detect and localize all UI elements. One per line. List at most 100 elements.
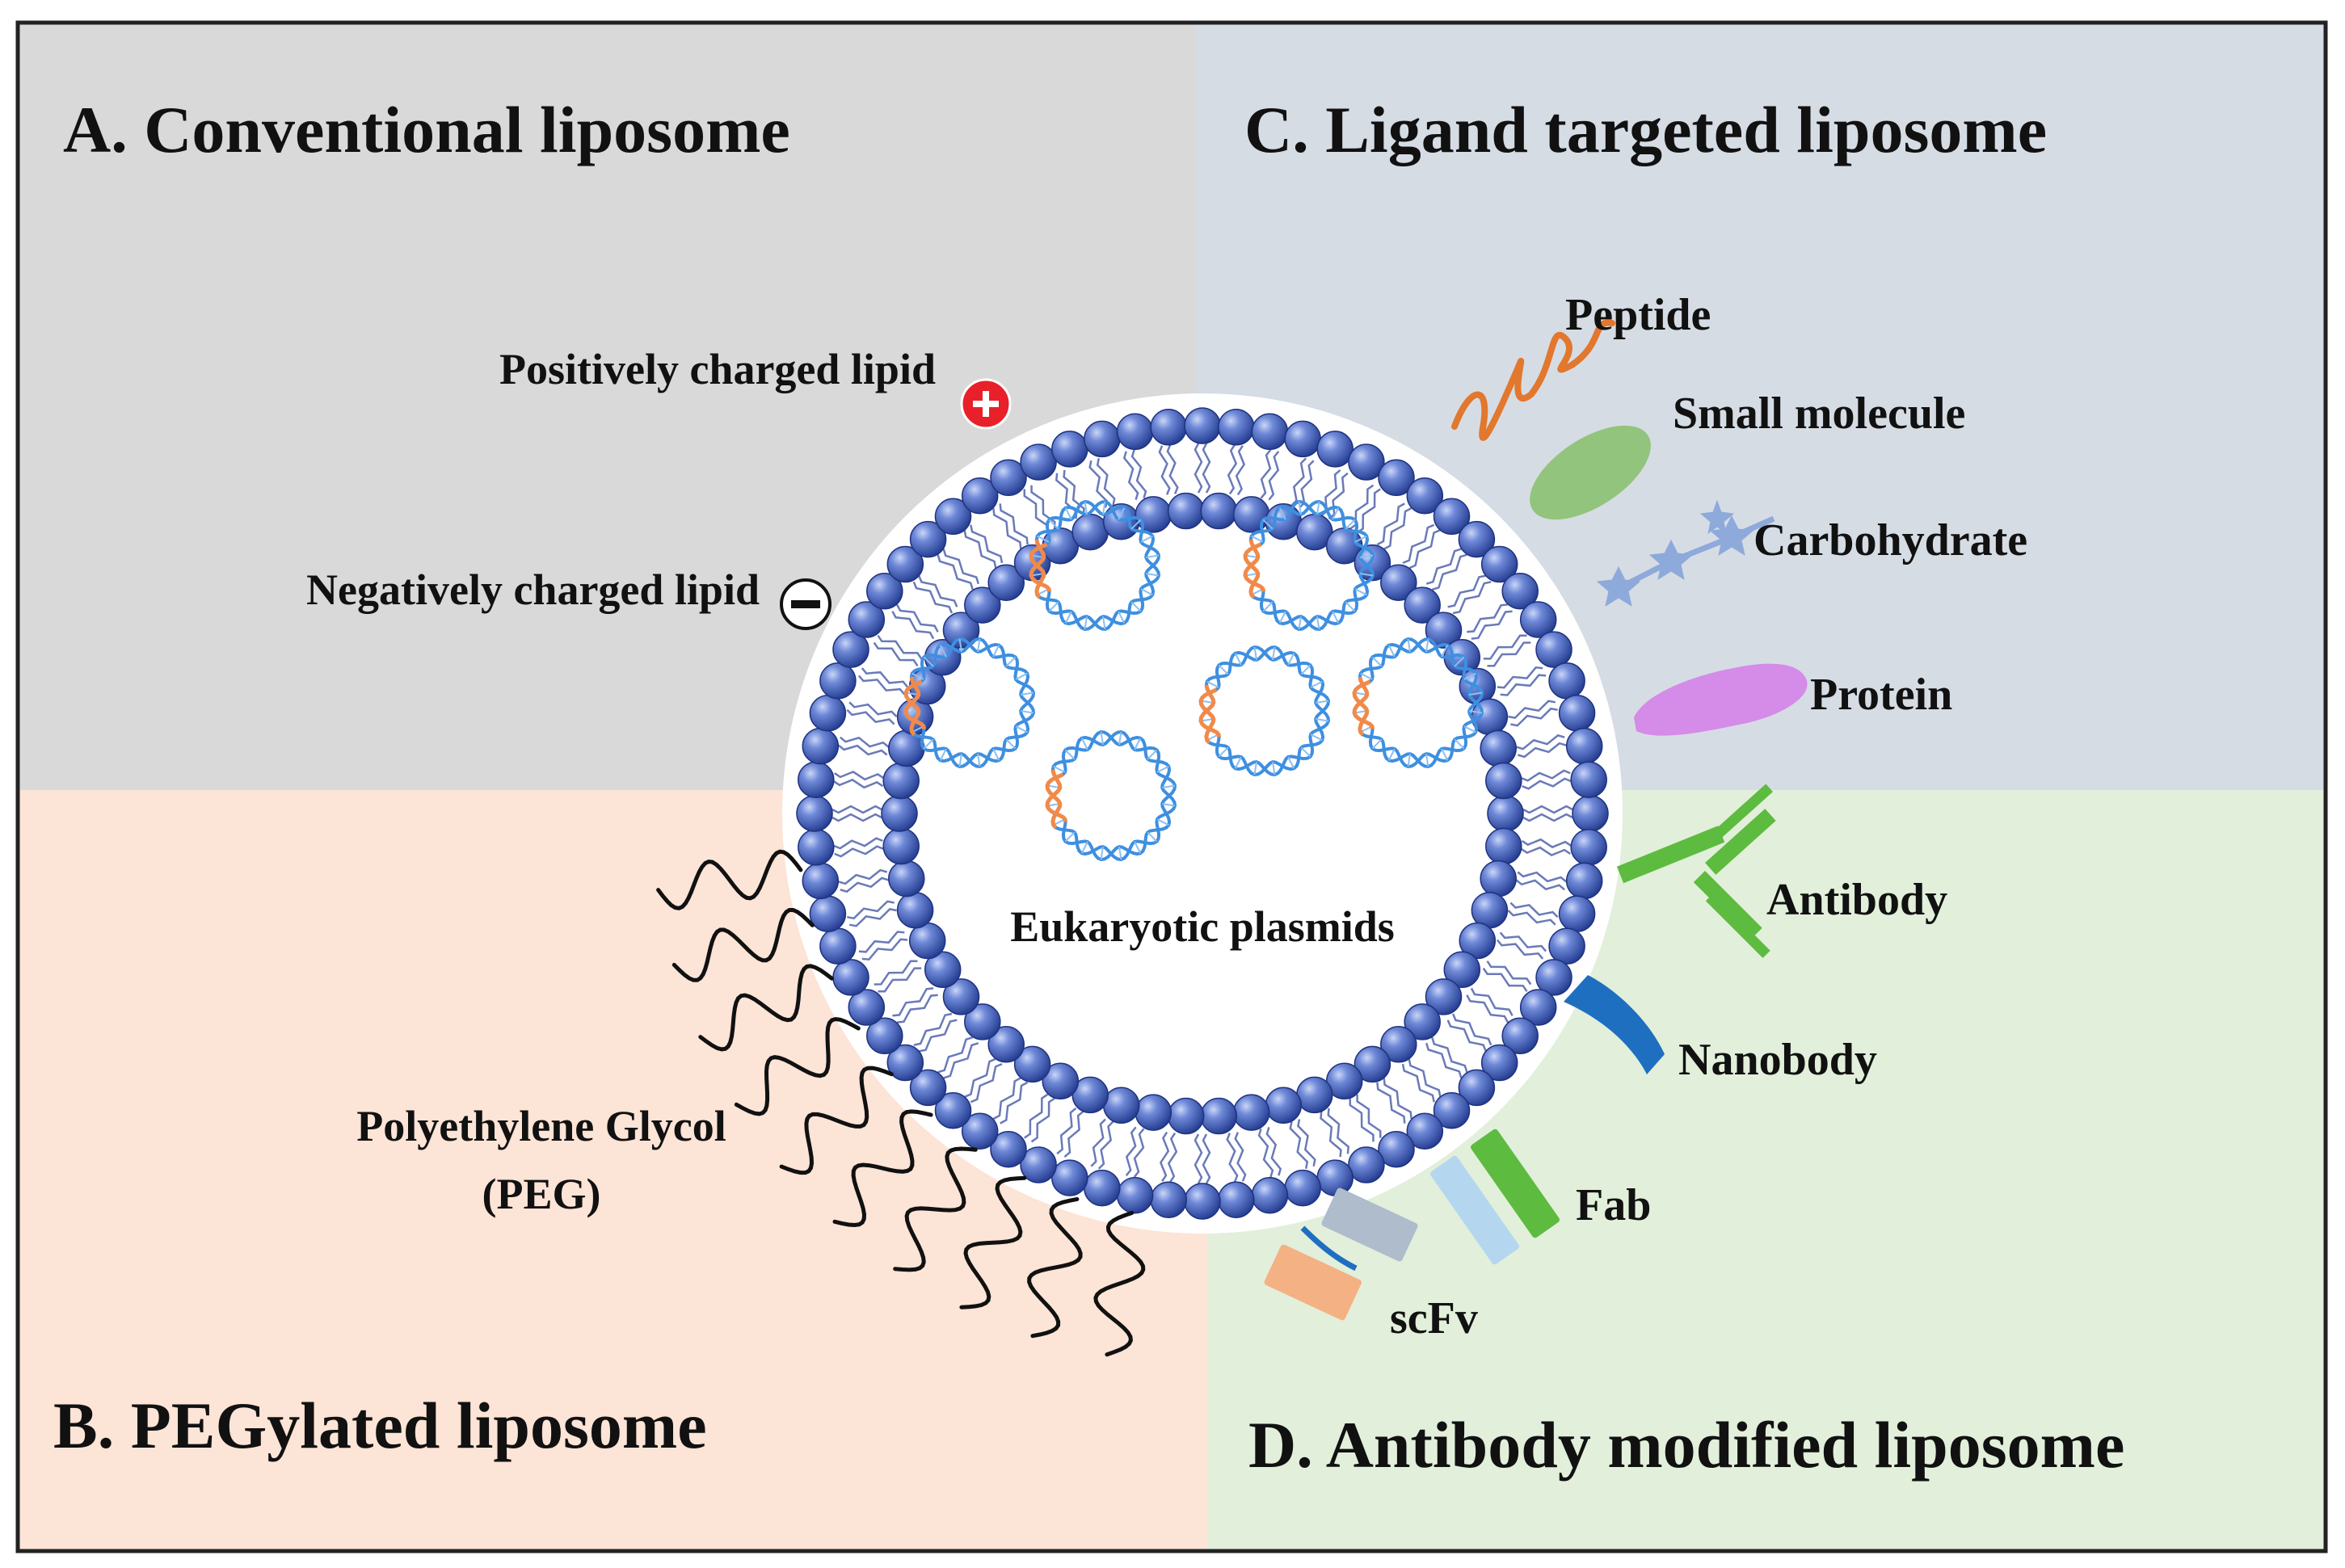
- lipid-head: [1558, 695, 1596, 732]
- lipid-head: [881, 795, 918, 832]
- lipid-tail: [1268, 451, 1280, 501]
- lipid-head: [1548, 927, 1585, 965]
- lipid-tail: [840, 876, 889, 893]
- lipid-tail: [1431, 1036, 1468, 1073]
- lipid-head: [798, 761, 835, 798]
- peg-chain: [698, 964, 834, 1052]
- peg-chain: [672, 908, 815, 982]
- lipid-tail: [1500, 674, 1547, 696]
- lipid-head: [1167, 1097, 1205, 1135]
- lipid-tail: [1521, 838, 1572, 849]
- lipid-tail: [831, 813, 882, 822]
- lipid-tail: [1320, 1111, 1342, 1158]
- small-molecule-label: Small molecule: [1673, 389, 1965, 439]
- lipid-head: [987, 564, 1025, 601]
- lipid-tail: [838, 744, 888, 756]
- lipid-head: [882, 762, 920, 800]
- lipid-head: [909, 520, 947, 558]
- lipid-head: [961, 477, 999, 515]
- lipid-head: [909, 1069, 947, 1107]
- lipid-head: [1232, 1094, 1270, 1131]
- plasmid-icon: [1045, 729, 1177, 862]
- peg-chain: [1027, 1196, 1083, 1339]
- lipid-head: [964, 586, 1001, 624]
- quadrant-a-title: A. Conventional liposome: [63, 93, 790, 166]
- lipid-head: [1354, 544, 1391, 582]
- peptide-label: Peptide: [1565, 290, 1711, 340]
- lipid-tail: [838, 868, 888, 885]
- lipid-tail: [1349, 1098, 1375, 1142]
- lipid-tail: [1522, 805, 1573, 814]
- lipid-head: [1284, 1169, 1321, 1207]
- lipid-head: [1184, 407, 1221, 444]
- lipid-tail: [1289, 1121, 1309, 1169]
- lipid-tail: [857, 675, 906, 696]
- lipid-head: [1251, 1176, 1289, 1214]
- lipid-tail: [1194, 443, 1203, 494]
- lipid-tail: [1401, 1063, 1435, 1103]
- lipid-tail: [942, 549, 979, 585]
- positive-lipid-label: Positively charged lipid: [499, 345, 936, 393]
- lipid-tail: [1328, 472, 1349, 520]
- lipid-head: [1116, 1176, 1154, 1214]
- lipid-head: [866, 1017, 903, 1055]
- lipid-head: [819, 662, 857, 700]
- lipid-tail: [1227, 444, 1238, 495]
- lipid-head: [1519, 601, 1557, 638]
- lipid-tail: [1356, 1094, 1382, 1138]
- lipid-head: [1380, 1026, 1417, 1063]
- lipid-head: [1565, 862, 1603, 900]
- lipid-heads: [796, 407, 1609, 1220]
- lipid-head: [848, 601, 886, 638]
- lipid-head: [924, 951, 962, 989]
- lipid-tail: [1159, 1131, 1170, 1182]
- lipid-head: [1485, 762, 1522, 800]
- lipid-head: [1084, 1169, 1121, 1207]
- protein-blob-icon: [1634, 663, 1808, 736]
- lipid-head: [1404, 1003, 1441, 1040]
- lipid-tail: [1063, 469, 1085, 516]
- lipid-head: [888, 860, 925, 898]
- lipid-tail: [1125, 1126, 1137, 1176]
- lipid-tail: [963, 529, 997, 569]
- lipid-head: [1020, 1146, 1057, 1183]
- lipid-head: [1150, 409, 1187, 446]
- lipid-head: [886, 1044, 924, 1082]
- lipid-tail: [1327, 1108, 1350, 1154]
- lipid-head: [1406, 477, 1444, 515]
- lipid-head: [1459, 922, 1497, 960]
- lipid-head: [1084, 420, 1121, 458]
- lipid-tail: [1482, 967, 1528, 993]
- lipid-head: [990, 459, 1027, 497]
- lipid-head: [1354, 1045, 1391, 1083]
- lipid-tail: [1402, 523, 1435, 565]
- lipid-head: [882, 827, 920, 865]
- lipid-tail: [834, 845, 884, 858]
- lipid-head: [1232, 496, 1270, 533]
- lipid-head: [1200, 1097, 1238, 1135]
- lipid-tail: [1408, 528, 1441, 570]
- lipid-tail: [1056, 1107, 1077, 1155]
- carbohydrate-label: Carbohydrate: [1753, 515, 2027, 565]
- lipid-head: [1071, 513, 1109, 551]
- lipid-head: [1150, 1181, 1187, 1218]
- lipid-head: [1558, 895, 1596, 932]
- lipid-tail: [1517, 742, 1567, 759]
- positive-charge-icon: [960, 378, 1012, 430]
- lipid-tail: [874, 960, 918, 986]
- quadrant-d-title: D. Antibody modified liposome: [1248, 1408, 2124, 1482]
- lipid-tail: [1408, 1058, 1442, 1098]
- lipid-tail: [992, 507, 1022, 549]
- lipid-tail: [912, 581, 954, 614]
- lipid-tail: [1376, 1082, 1406, 1124]
- lipid-head: [961, 1112, 999, 1150]
- lipid-tail: [1235, 445, 1246, 496]
- nanobody-label: Nanobody: [1678, 1035, 1877, 1085]
- lipid-tail: [1466, 994, 1509, 1024]
- lipid-tail: [1471, 610, 1513, 640]
- lipid-tail: [1030, 485, 1056, 529]
- lipid-head: [1102, 502, 1140, 540]
- lipid-head: [1316, 431, 1354, 468]
- lipid-tail: [1234, 1132, 1247, 1182]
